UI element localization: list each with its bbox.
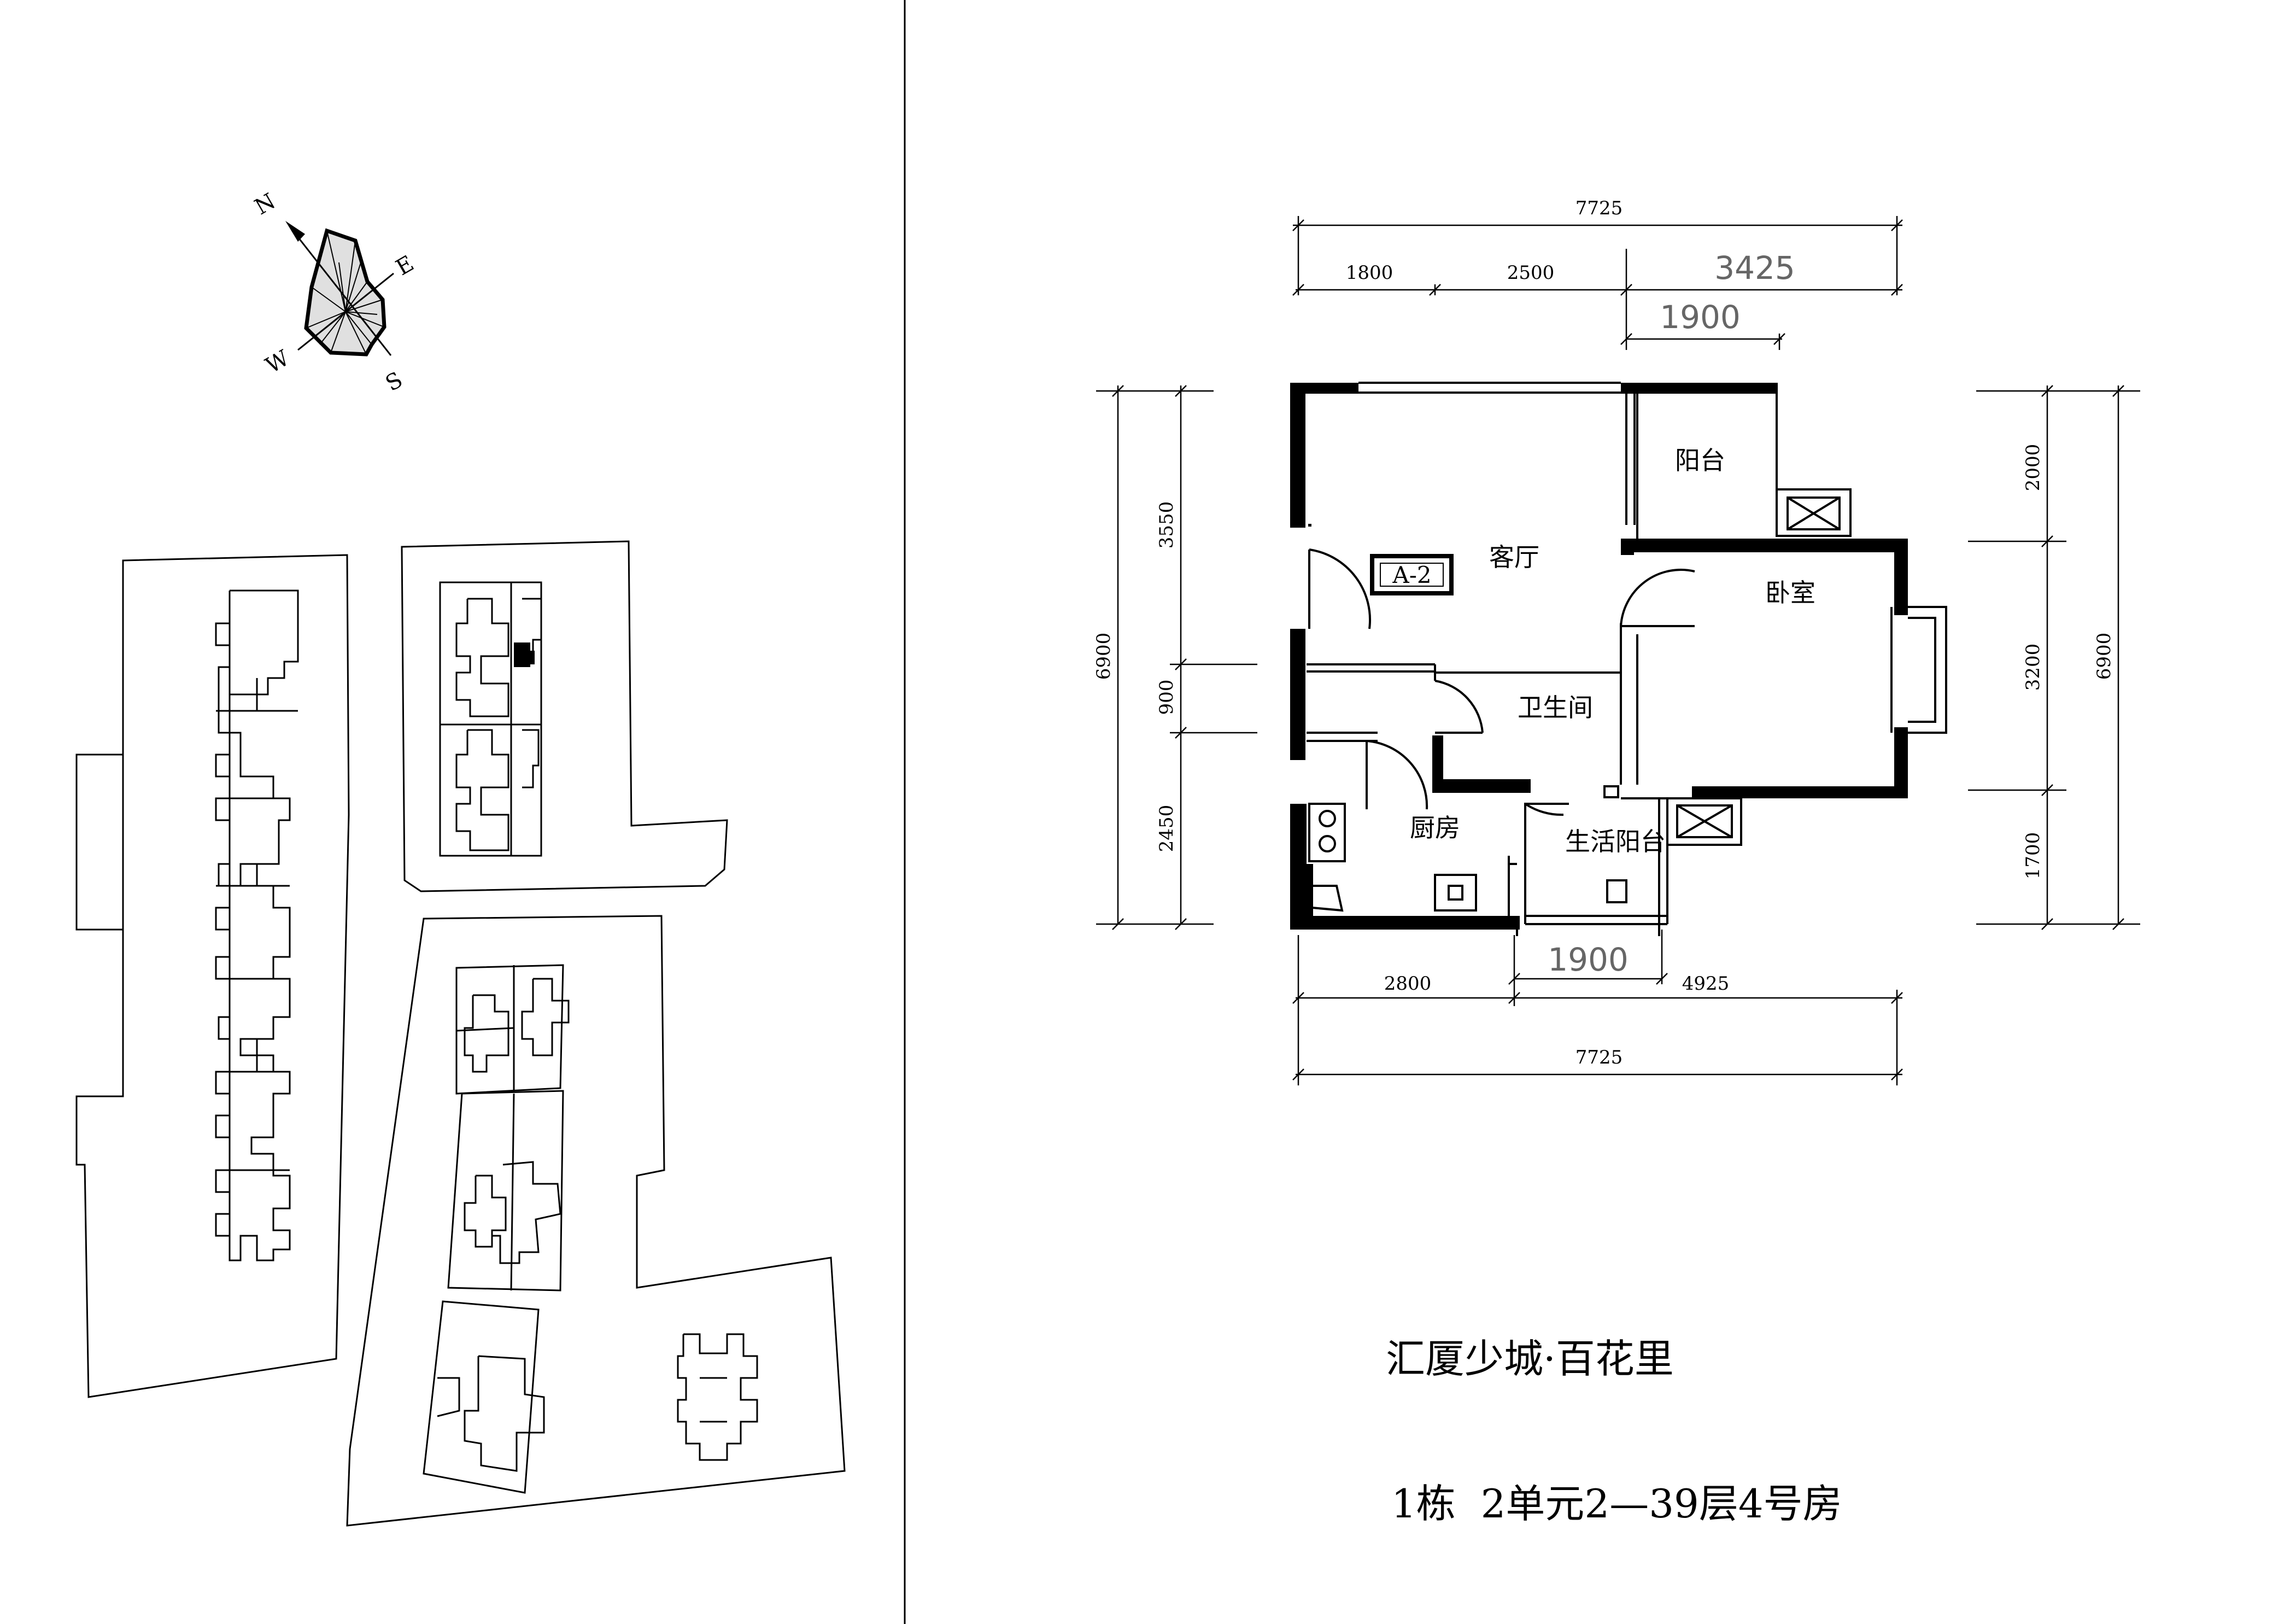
building-block-south-3 [423, 1300, 545, 1494]
north-axis [290, 227, 392, 356]
unit-tag: A-2 [1392, 562, 1431, 588]
dim-left-total: 6900 [1093, 633, 1115, 680]
building-block-east [677, 1333, 758, 1461]
dim-left-2: 900 [1156, 680, 1178, 715]
compass-w: W [261, 346, 294, 378]
dim-right-total: 6900 [2093, 633, 2115, 680]
building-block-west [215, 589, 299, 1261]
dim-left-3: 2450 [1156, 805, 1178, 852]
building-block-south-2 [447, 1090, 564, 1292]
dimension-lines [1096, 216, 2140, 1085]
north-arrow-icon [285, 221, 305, 242]
project-title: 汇厦少城·百花里 [1386, 1336, 1674, 1382]
room-label-bathroom: 卫生间 [1518, 693, 1593, 722]
dim-bottom-sub: 1900 [1548, 941, 1629, 978]
compass-s: S [382, 367, 407, 397]
dim-top-sub: 1900 [1660, 299, 1741, 336]
east-axis [297, 272, 394, 351]
building-block-south-1 [455, 964, 570, 1095]
dim-bottom-1: 2800 [1384, 973, 1432, 995]
compass-e: E [392, 251, 418, 281]
room-label-living: 客厅 [1489, 542, 1539, 572]
wind-rose-compass: N E S W [250, 189, 418, 396]
dim-right-2: 3200 [2022, 644, 2044, 691]
wind-rose-shape [304, 228, 386, 357]
unit-floor-plan: A-2 客厅 阳台 卧室 卫生间 厨房 生活阳台 [1290, 382, 1947, 936]
dim-right-1: 2000 [2022, 444, 2044, 492]
site-plan [75, 540, 846, 1527]
dim-top-1: 1800 [1346, 262, 1393, 284]
site-parcel-north [401, 540, 728, 892]
dim-top-3: 3425 [1714, 249, 1795, 287]
unit-tag-frame [1370, 554, 1454, 595]
unit-description: 1栋 2单元2—39层4号房 [1391, 1481, 1842, 1527]
room-label-balcony: 阳台 [1675, 446, 1725, 475]
dim-bottom-2: 4925 [1682, 973, 1730, 995]
room-label-bedroom: 卧室 [1765, 578, 1815, 607]
compass-n: N [250, 189, 279, 220]
room-label-kitchen: 厨房 [1410, 813, 1460, 843]
building-block-north [439, 581, 542, 857]
room-label-utility-balcony: 生活阳台 [1565, 827, 1666, 856]
dim-top-2: 2500 [1507, 262, 1555, 284]
floor-plan-walls [1290, 383, 1908, 930]
site-parcel-south [346, 915, 846, 1527]
site-parcel-west [75, 554, 350, 1398]
dim-left-1: 3550 [1156, 501, 1178, 549]
dim-bottom-total: 7725 [1575, 1047, 1623, 1068]
dim-right-3: 1700 [2022, 832, 2044, 880]
dim-top-total: 7725 [1575, 197, 1623, 219]
